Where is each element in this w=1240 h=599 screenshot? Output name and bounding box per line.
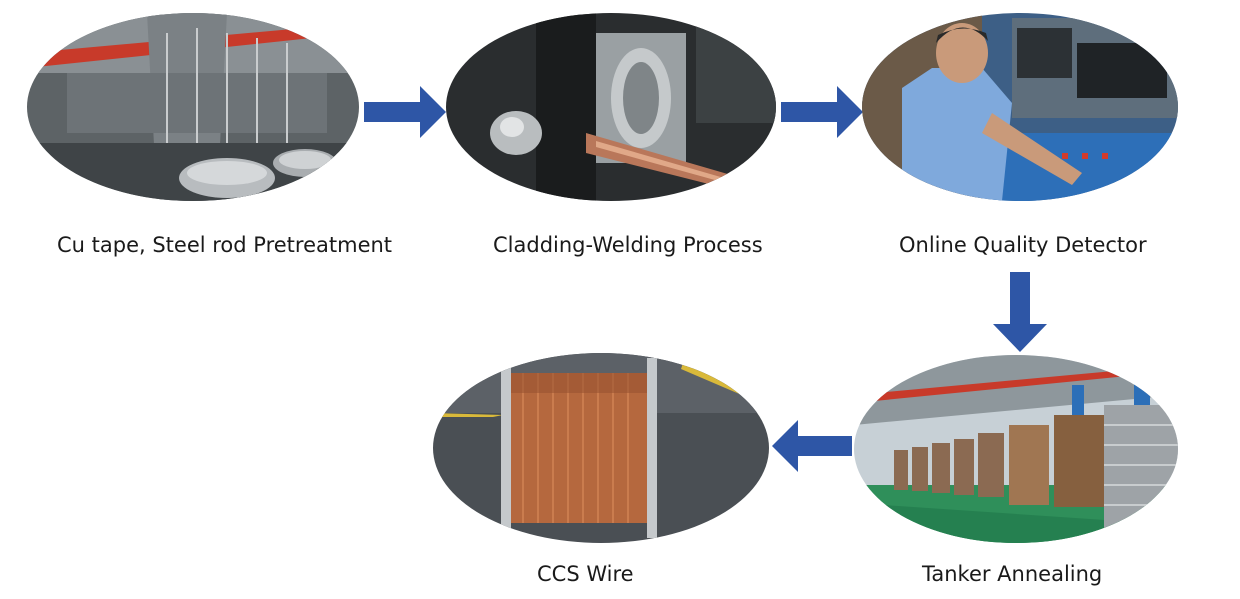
arrow-left-icon [772, 420, 852, 472]
step-3-label: Online Quality Detector [899, 233, 1147, 257]
arrow-down-icon [993, 272, 1047, 352]
step-2-photo [446, 13, 776, 201]
step-4-label: Tanker Annealing [922, 562, 1103, 586]
step-1-photo [27, 13, 359, 201]
step-1-label: Cu tape, Steel rod Pretreatment [57, 233, 393, 257]
step-3-photo [862, 13, 1178, 201]
arrow-right-icon [364, 86, 446, 138]
step-2-label: Cladding-Welding Process [493, 233, 763, 257]
step-4-photo [854, 355, 1178, 543]
arrow-right-icon [781, 86, 863, 138]
step-5-photo [433, 353, 769, 543]
step-5-label: CCS Wire [537, 562, 634, 586]
